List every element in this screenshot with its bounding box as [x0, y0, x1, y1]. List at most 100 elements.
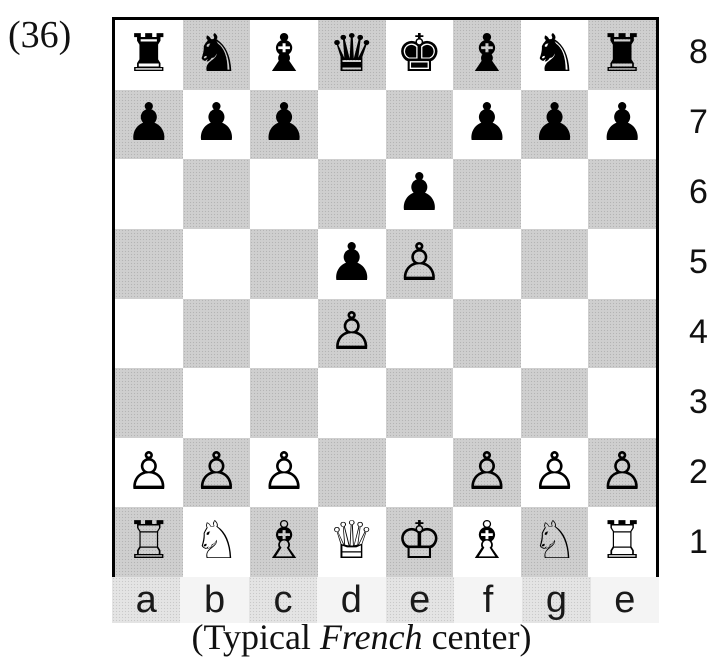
piece-h2: ♙: [599, 446, 646, 498]
piece-g2: ♙: [531, 446, 578, 498]
square-h4: [588, 299, 656, 369]
square-f3: [453, 368, 521, 438]
piece-g7: ♟: [531, 97, 578, 149]
square-c5: [250, 229, 318, 299]
piece-e8: ♚: [396, 28, 443, 80]
square-a3: [115, 368, 183, 438]
piece-d1: ♕: [328, 515, 375, 567]
piece-a7: ♟: [126, 97, 173, 149]
square-a5: [115, 229, 183, 299]
piece-c8: ♝: [261, 28, 308, 80]
rank-label: 1: [689, 507, 723, 577]
square-d8: ♛: [318, 20, 386, 90]
square-h2: ♙: [588, 438, 656, 508]
piece-e5: ♙: [396, 237, 443, 289]
piece-f2: ♙: [464, 446, 511, 498]
caption: (Typical French center): [0, 618, 723, 658]
square-b2: ♙: [183, 438, 251, 508]
square-e7: [386, 90, 454, 160]
square-f5: [453, 229, 521, 299]
piece-b7: ♟: [193, 97, 240, 149]
piece-e6: ♟: [396, 167, 443, 219]
diagram-number: (36): [8, 16, 71, 54]
rank-label: 4: [689, 297, 723, 367]
square-g1: ♘: [521, 507, 589, 577]
rank-label: 2: [689, 437, 723, 507]
square-g7: ♟: [521, 90, 589, 160]
square-a4: [115, 299, 183, 369]
square-h6: [588, 159, 656, 229]
piece-b8: ♞: [193, 28, 240, 80]
square-f6: [453, 159, 521, 229]
square-d2: [318, 438, 386, 508]
square-e6: ♟: [386, 159, 454, 229]
square-g5: [521, 229, 589, 299]
square-a8: ♜: [115, 20, 183, 90]
square-f4: [453, 299, 521, 369]
square-c3: [250, 368, 318, 438]
square-e8: ♚: [386, 20, 454, 90]
square-a6: [115, 159, 183, 229]
square-h7: ♟: [588, 90, 656, 160]
square-c2: ♙: [250, 438, 318, 508]
caption-close: center): [423, 617, 532, 657]
square-e4: [386, 299, 454, 369]
square-h5: [588, 229, 656, 299]
square-a1: ♖: [115, 507, 183, 577]
square-b7: ♟: [183, 90, 251, 160]
square-b5: [183, 229, 251, 299]
piece-h1: ♖: [599, 515, 646, 567]
square-c4: [250, 299, 318, 369]
piece-f7: ♟: [464, 97, 511, 149]
square-b1: ♘: [183, 507, 251, 577]
chess-board: ♜♞♝♛♚♝♞♜♟♟♟♟♟♟♟♟♙♙♙♙♙♙♙♙♖♘♗♕♔♗♘♖: [112, 17, 659, 577]
square-b3: [183, 368, 251, 438]
piece-d4: ♙: [328, 306, 375, 358]
square-c1: ♗: [250, 507, 318, 577]
square-g3: [521, 368, 589, 438]
square-b8: ♞: [183, 20, 251, 90]
square-f1: ♗: [453, 507, 521, 577]
caption-open: (Typical: [192, 617, 320, 657]
rank-label: 3: [689, 367, 723, 437]
square-a7: ♟: [115, 90, 183, 160]
square-e2: [386, 438, 454, 508]
square-c7: ♟: [250, 90, 318, 160]
square-c6: [250, 159, 318, 229]
square-e1: ♔: [386, 507, 454, 577]
rank-label: 7: [689, 87, 723, 157]
square-d4: ♙: [318, 299, 386, 369]
square-f2: ♙: [453, 438, 521, 508]
file-label: g: [522, 577, 590, 623]
square-d1: ♕: [318, 507, 386, 577]
square-g2: ♙: [521, 438, 589, 508]
piece-h8: ♜: [599, 28, 646, 80]
piece-f8: ♝: [464, 28, 511, 80]
square-h1: ♖: [588, 507, 656, 577]
square-f8: ♝: [453, 20, 521, 90]
square-g6: [521, 159, 589, 229]
square-g8: ♞: [521, 20, 589, 90]
piece-b1: ♘: [193, 515, 240, 567]
square-f7: ♟: [453, 90, 521, 160]
piece-f1: ♗: [464, 515, 511, 567]
piece-c7: ♟: [261, 97, 308, 149]
piece-g8: ♞: [531, 28, 578, 80]
file-label: e: [591, 577, 659, 623]
piece-g1: ♘: [531, 515, 578, 567]
square-d6: [318, 159, 386, 229]
square-c8: ♝: [250, 20, 318, 90]
rank-label: 5: [689, 227, 723, 297]
square-d3: [318, 368, 386, 438]
piece-d8: ♛: [328, 28, 375, 80]
piece-a8: ♜: [126, 28, 173, 80]
square-e5: ♙: [386, 229, 454, 299]
caption-emphasis: French: [320, 617, 423, 657]
piece-h7: ♟: [599, 97, 646, 149]
file-label: a: [112, 577, 180, 623]
square-h8: ♜: [588, 20, 656, 90]
piece-b2: ♙: [193, 446, 240, 498]
square-h3: [588, 368, 656, 438]
square-b4: [183, 299, 251, 369]
